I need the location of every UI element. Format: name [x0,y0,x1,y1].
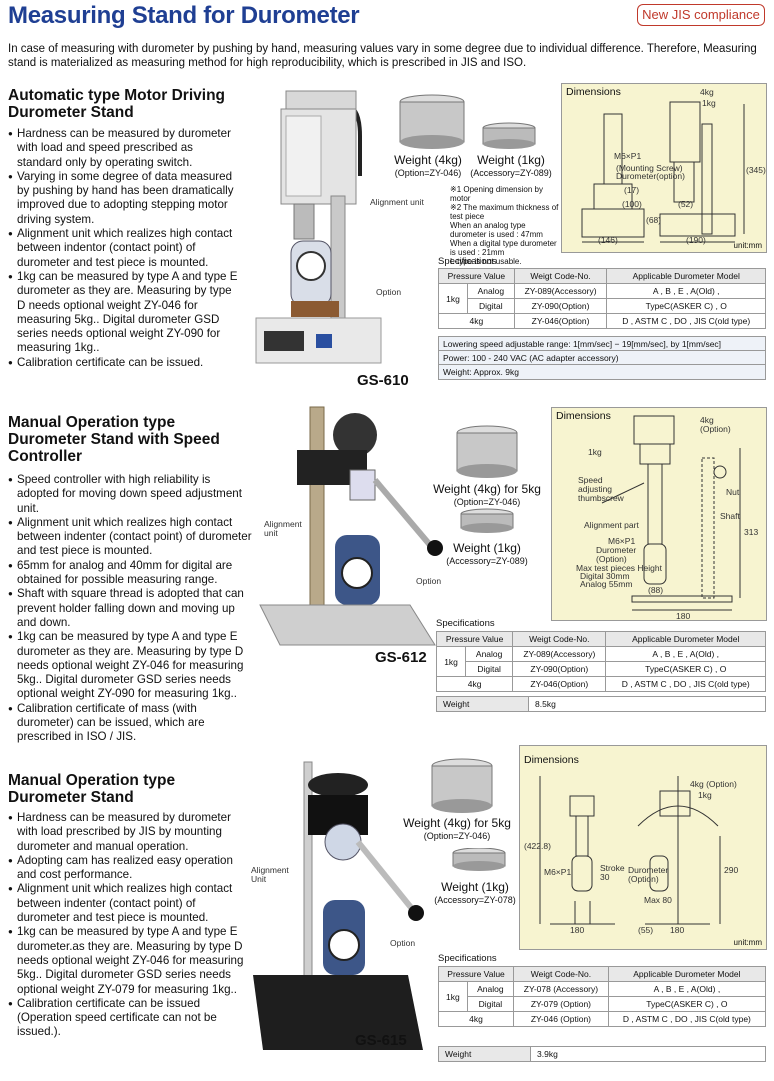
intro-text: In case of measuring with durometer by p… [8,43,757,69]
page-title: Measuring Stand for Durometer [8,2,360,29]
dimension-drawing [601,415,741,611]
bullet-list-gs612: Speed controller with high reliability i… [8,473,252,745]
model-label-gs612: GS-612 [375,649,427,666]
bullet-item: Alignment unit which realizes high conta… [8,882,246,925]
table-header-row: Pressure Value Weigt Code-No. Applicable… [437,966,767,982]
bullet-item: Alignment unit which realizes high conta… [8,516,252,559]
weight-1kg-image [460,508,514,533]
bullet-item: Adopting cam has realized easy operation… [8,854,246,883]
weight-4kg-label: Weight (4kg)(Option=ZY-046) [394,153,462,179]
table-row: 1kg Analog ZY-078 (Accessory) A , B , E … [438,981,767,1012]
weight-1kg-label: Weight (1kg)(Accessory=ZY-089) [470,153,552,179]
dimension-drawing [539,776,721,925]
table-row: 4kg ZY-046(Option) D , ASTM C , DO , JIS… [435,676,766,692]
spec-label-gs615: Specifications [438,953,497,964]
spec-table-gs610: Pressure Value Weigt Code-No. Applicable… [438,268,766,329]
table-row: Digital ZY-090(Option) TypeC(ASKER C) , … [439,298,766,314]
notes-gs610: ※1 Opening dimension by motor ※2 The max… [450,185,559,266]
bullet-item: Hardness can be measured by durometer wi… [8,811,246,854]
weight-4kg-label: Weight (4kg) for 5kg(Option=ZY-046) [403,816,511,842]
weight-4kg-label: Weight (4kg) for 5kg(Option=ZY-046) [433,482,541,508]
bullet-item: Hardness can be measured by durometer wi… [8,127,238,170]
dimension-drawing [581,101,745,243]
bullet-item: Calibration certificate can be issued (O… [8,997,246,1040]
bullet-item: 1kg can be measured by type A and type E… [8,630,252,701]
bullet-item: 1kg can be measured by type A and type E… [8,270,238,356]
bullet-list-gs615: Hardness can be measured by durometer wi… [8,811,246,1040]
bullet-item: Shaft with square thread is adopted that… [8,587,252,630]
table-row: 4kg ZY-046(Option) D , ASTM C , DO , JIS… [438,313,766,329]
model-label-gs610: GS-610 [357,372,409,389]
table-row: 4kg ZY-046 (Option) D , ASTM C , DO , JI… [437,1011,767,1027]
weight-1kg-label: Weight (1kg)(Accessory=ZY-089) [446,541,528,567]
dimensions-diagram-gs615: Dimensions 4kg (Option) 1kg (422.8) M6×P… [519,745,767,950]
table-row: Digital ZY-079 (Option) TypeC(ASKER C) ,… [439,996,767,1012]
weight-1kg-image [482,122,536,149]
gs610-photo [255,90,382,364]
jis-badge: New JIS compliance [637,4,765,26]
weight-row-gs612: Weight 8.5kg [436,696,766,712]
weight-4kg-image [431,758,493,813]
spec-table-gs615: Pressure Value Weigt Code-No. Applicable… [437,966,767,1027]
table-row: Digital ZY-090(Option) TypeC(ASKER C) , … [437,661,766,677]
table-row: 1kg Analog ZY-089(Accessory) A , B , E ,… [435,646,766,677]
model-label-gs615: GS-615 [355,1032,407,1049]
callout-option: Option [376,287,402,297]
bullet-item: 1kg can be measured by type A and type E… [8,925,246,996]
gs615-photo [253,761,424,1050]
callout-alignment-unit: Alignment unit [370,197,424,207]
spec-label-gs610: Specifications [438,256,497,267]
bullet-item: Varying in some degree of data measured … [8,170,238,227]
callout-option: Option [416,576,442,586]
bullet-item: 65mm for analog and 40mm for digital are… [8,559,252,588]
bullet-item: Calibration certificate can be issued. [8,356,238,371]
callout-option: Option [390,938,416,948]
callout-alignment-unit: Alignment Unit [251,865,289,884]
spec-table-gs612: Pressure Value Weigt Code-No. Applicable… [435,631,766,692]
spec-label-gs612: Specifications [436,618,495,629]
bullet-item: Alignment unit which realizes high conta… [8,227,238,270]
dimensions-diagram-gs610: Dimensions 4kg 1kg M6×P1 (Mounting Screw… [561,83,767,253]
table-header-row: Pressure Value Weigt Code-No. Applicable… [435,631,766,647]
bullet-item: Speed controller with high reliability i… [8,473,252,516]
section-title-gs610: Automatic type Motor Driving Durometer S… [8,87,226,121]
gs612-photo [259,406,443,646]
table-header-row: Pressure Value Weigt Code-No. Applicable… [438,268,766,284]
table-row: 1kg Analog ZY-089(Accessory) A , B , E ,… [438,283,766,314]
weight-4kg-image [456,425,518,478]
weight-4kg-image [399,94,465,149]
bullet-item: Calibration certificate of mass (with du… [8,702,252,745]
weight-1kg-image [452,848,506,871]
weight-row-gs615: Weight 3.9kg [438,1046,766,1062]
bullet-list-gs610: Hardness can be measured by durometer wi… [8,127,238,370]
section-title-gs612: Manual Operation type Durometer Stand wi… [8,414,220,465]
spec-weight: Weight: Approx. 9kg [438,364,766,380]
callout-alignment-unit: Alignment unit [264,519,302,538]
weight-1kg-label: Weight (1kg)(Accessory=ZY-078) [434,880,516,906]
section-title-gs615: Manual Operation type Durometer Stand [8,772,176,806]
dimensions-diagram-gs612: Dimensions 4kg (Option) 1kg Speed adjust… [551,407,767,621]
